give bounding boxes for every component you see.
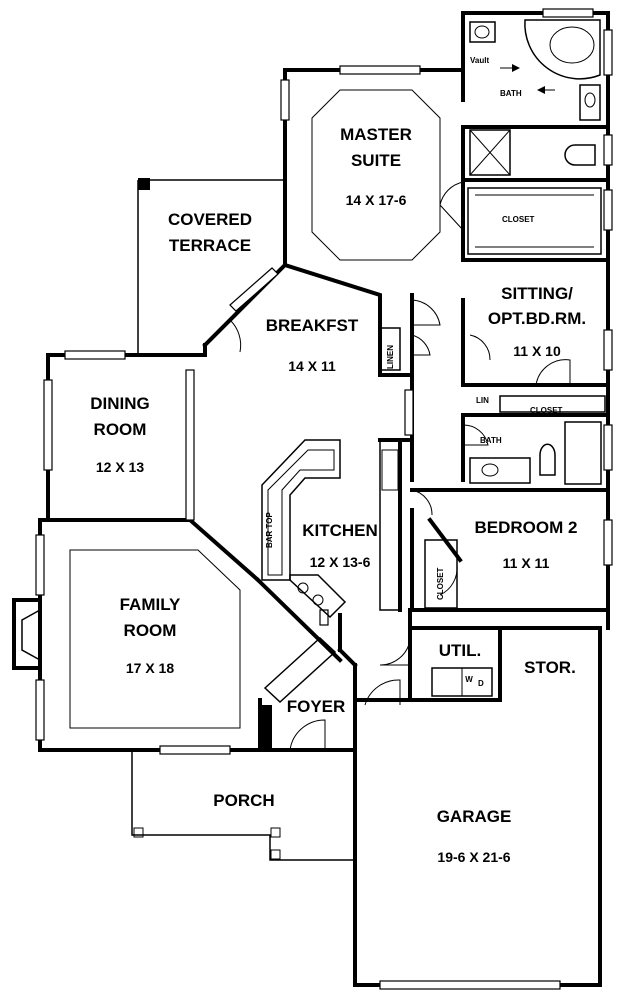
family-room-name-2: ROOM — [124, 621, 177, 640]
bar-top-label: BAR TOP — [265, 511, 274, 548]
door-swings — [204, 181, 571, 751]
fireplace-icon — [12, 598, 42, 670]
vault-label: Vault — [470, 56, 489, 65]
dryer-label: D — [478, 679, 484, 688]
bedroom-closet-label: CLOSET — [436, 567, 445, 600]
kitchen-size: 12 X 13-6 — [310, 554, 371, 570]
garage-size: 19-6 X 21-6 — [437, 849, 510, 865]
linen-label: LINEN — [386, 345, 395, 369]
walls — [38, 11, 610, 987]
breakfast-size: 14 X 11 — [288, 358, 336, 374]
bath2-label: BATH — [480, 436, 502, 445]
hall-closet-label: CLOSET — [530, 406, 563, 415]
dining-room-name-2: ROOM — [94, 420, 147, 439]
bedroom2-size: 11 X 11 — [503, 555, 550, 571]
bedroom2-name: BEDROOM 2 — [475, 518, 578, 537]
linen-closet-outline — [379, 327, 401, 371]
porch-post-icon — [270, 827, 281, 838]
stor-name: STOR. — [524, 658, 576, 677]
util-name: UTIL. — [439, 641, 482, 660]
hall-bath-fixtures — [469, 421, 602, 485]
room-labels: MASTER SUITE 14 X 17-6 COVERED TERRACE B… — [90, 125, 586, 865]
family-room-name-1: FAMILY — [120, 595, 181, 614]
dining-room-name-1: DINING — [90, 394, 150, 413]
garage-name: GARAGE — [437, 807, 512, 826]
master-bath-fixtures — [467, 19, 602, 255]
covered-terrace-name-2: TERRACE — [169, 236, 251, 255]
master-tray-ceiling — [311, 89, 441, 261]
covered-terrace-name-1: COVERED — [168, 210, 252, 229]
master-bath-label: BATH — [500, 89, 522, 98]
foyer-name: FOYER — [287, 697, 346, 716]
sitting-name-1: SITTING/ — [501, 284, 573, 303]
kitchen-name: KITCHEN — [302, 521, 378, 540]
small-labels: Vault BATH CLOSET CLOSET LIN BATH W D LI… — [265, 56, 563, 688]
breakfast-name: BREAKFST — [266, 316, 359, 335]
family-room-size: 17 X 18 — [126, 660, 174, 676]
master-suite-size: 14 X 17-6 — [346, 192, 407, 208]
lin-label: LIN — [476, 396, 489, 405]
master-suite-name-1: MASTER — [340, 125, 412, 144]
windows — [35, 8, 613, 990]
master-closet-label: CLOSET — [502, 215, 535, 224]
porch-post-icon — [133, 827, 144, 838]
foyer-column-icon — [262, 705, 272, 750]
dining-room-size: 12 X 13 — [96, 459, 144, 475]
sitting-name-2: OPT.BD.RM. — [488, 309, 586, 328]
washer-dryer — [431, 667, 493, 697]
sitting-size: 11 X 10 — [513, 343, 561, 359]
terrace-post-icon — [138, 178, 150, 190]
porch-name: PORCH — [213, 791, 274, 810]
hall-closet-outline — [499, 395, 606, 413]
master-suite-name-2: SUITE — [351, 151, 401, 170]
washer-label: W — [465, 675, 473, 684]
kitchen-counters — [261, 439, 401, 704]
family-ceiling — [69, 549, 241, 729]
porch-post-icon — [270, 849, 281, 860]
